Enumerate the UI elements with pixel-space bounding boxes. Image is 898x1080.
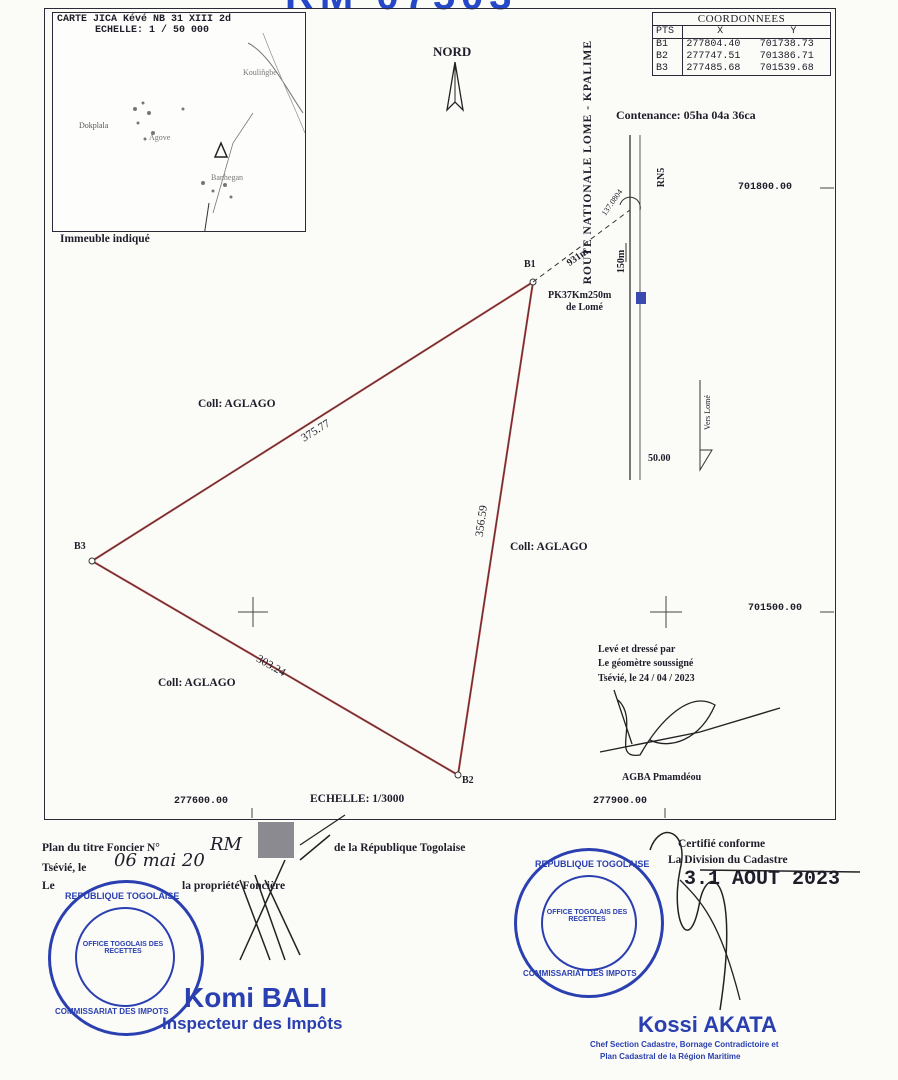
tsevie-date: 06 mai 20 xyxy=(114,850,205,871)
tax-office-stamp: REPUBLIQUE TOGOLAISE OFFICE TOGOLAIS DES… xyxy=(514,848,664,998)
coordinates-title: COORDONNEES xyxy=(653,13,830,26)
place-label: Kouliñgbe xyxy=(243,68,277,77)
location-map: CARTE JICA Kévé NB 31 XIII 2d ECHELLE: 1… xyxy=(52,12,306,232)
coordinates-table: COORDONNEES PTS X Y B1 277804.40 701738.… xyxy=(652,12,831,76)
table-header-cell: PTS xyxy=(653,26,684,39)
stamp-text: COMMISSARIAT DES IMPOTS xyxy=(55,1007,169,1016)
table-row: B3 277485.68 701539.68 xyxy=(653,63,830,75)
stamp-text: REPUBLIQUE TOGOLAISE xyxy=(535,859,650,869)
neighbor-label: Coll: AGLAGO xyxy=(510,541,588,553)
location-map-caption: Immeuble indiqué xyxy=(60,233,150,245)
tax-office-stamp: REPUBLIQUE TOGOLAISE OFFICE TOGOLAIS DES… xyxy=(48,880,204,1036)
neighbor-label: Coll: AGLAGO xyxy=(158,677,236,689)
table-cell: B2 xyxy=(653,51,684,63)
stamp-text: REPUBLIQUE TOGOLAISE xyxy=(65,891,180,901)
location-map-drawing xyxy=(133,32,305,231)
grid-label: 701800.00 xyxy=(738,182,793,193)
location-map-scale: ECHELLE: 1 / 50 000 xyxy=(95,25,210,36)
vertex-label: B1 xyxy=(524,259,536,270)
grid-label: 701500.00 xyxy=(748,603,803,614)
table-row: B2 277747.51 701386.71 xyxy=(653,51,830,63)
surveyor-line: Levé et dressé par xyxy=(598,644,676,655)
table-cell: 701539.68 xyxy=(759,63,814,74)
neighbor-label: Coll: AGLAGO xyxy=(198,398,276,410)
stamp-text: COMMISSARIAT DES IMPOTS xyxy=(523,969,637,978)
redacted-block xyxy=(258,822,294,858)
area-label: Contenance: 05ha 04a 36ca xyxy=(616,108,756,122)
official-name: Komi BALI xyxy=(184,982,328,1013)
surveyor-name: AGBA Pmamdéou xyxy=(622,772,702,783)
plan-number: RM xyxy=(210,834,242,855)
official-name: Kossi AKATA xyxy=(638,1012,777,1037)
table-header-cell: X xyxy=(717,26,724,37)
table-cell: 277485.68 xyxy=(686,63,741,74)
certified-label: Certifié conforme xyxy=(678,838,766,850)
location-map-title: CARTE JICA Kévé NB 31 XIII 2d xyxy=(57,14,232,25)
pk-sub-label: de Lomé xyxy=(566,302,603,313)
official-title: Chef Section Cadastre, Bornage Contradic… xyxy=(590,1040,779,1049)
table-cell: B1 xyxy=(653,38,684,51)
table-cell: 701386.71 xyxy=(759,51,814,62)
distance-label: 150m xyxy=(616,249,628,274)
pk-label: PK37Km250m xyxy=(548,290,612,301)
official-title: Plan Cadastral de la Région Maritime xyxy=(600,1052,741,1061)
vertex-label: B2 xyxy=(462,775,474,786)
north-arrow-icon xyxy=(446,62,464,112)
plan-title-suffix: de la République Togolaise xyxy=(334,842,466,854)
plan-title-prefix: Plan du titre Foncier N° xyxy=(42,842,160,854)
place-label: Agove xyxy=(149,133,171,142)
road-width-label: 50.00 xyxy=(648,453,671,464)
grid-label: 277600.00 xyxy=(174,796,229,807)
table-header-cell: Y xyxy=(790,26,797,37)
grid-label: 277900.00 xyxy=(593,796,648,807)
certified-date-stamp: 3.1 AOUT 2023 xyxy=(684,868,841,891)
table-cell: 277804.40 xyxy=(686,39,741,50)
table-row: B1 277804.40 701738.73 xyxy=(653,38,830,51)
table-cell: 701738.73 xyxy=(759,39,814,50)
scale-label: ECHELLE: 1/3000 xyxy=(310,793,405,805)
table-header-row: PTS X Y xyxy=(653,26,830,39)
le-label: Le xyxy=(42,880,55,892)
surveyor-line: Le géomètre soussigné xyxy=(598,658,694,669)
stamp-text: OFFICE TOGOLAIS DES RECETTES xyxy=(546,909,628,923)
plan-frame xyxy=(44,8,836,820)
place-label: Banhegan xyxy=(211,173,243,182)
division-label: La Division du Cadastre xyxy=(668,854,788,866)
document-title-fragment: RM 07503 xyxy=(285,0,518,19)
stamp-text: OFFICE TOGOLAIS DES RECETTES xyxy=(82,941,164,955)
surveyor-date: Tsévié, le 24 / 04 / 2023 xyxy=(598,673,695,684)
direction-label: Vers Lomé xyxy=(702,395,712,430)
property-label: la propriété Foncière xyxy=(182,880,286,892)
official-title: Inspecteur des Impôts xyxy=(162,1014,343,1033)
place-label: Dokplala xyxy=(79,121,109,130)
north-label: NORD xyxy=(433,44,472,59)
vertex-label: B3 xyxy=(74,541,86,552)
table-cell: 277747.51 xyxy=(686,51,741,62)
table-cell: B3 xyxy=(653,63,684,75)
road-code: RN5 xyxy=(656,167,668,188)
tsevie-prefix: Tsévié, le xyxy=(42,862,87,874)
